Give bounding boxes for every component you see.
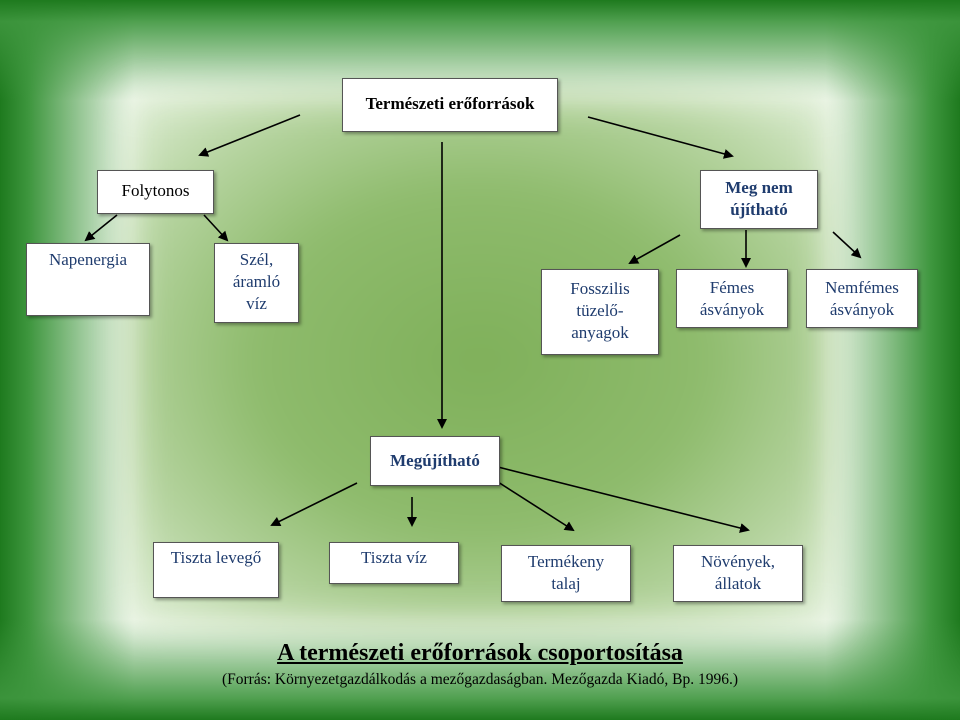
diagram-title: A természeti erőforrások csoportosítása [277, 640, 683, 666]
arrow-renewable-to-plants [497, 466, 750, 533]
box-clean-air: Tiszta levegő [153, 542, 279, 598]
box-natural-resources: Természeti erőforrások [342, 78, 558, 132]
box-fossil-fuels: Fosszilis tüzelő- anyagok [541, 269, 659, 355]
box-metallic-minerals: Fémes ásványok [676, 269, 788, 328]
box-renewable: Megújítható [370, 436, 500, 486]
box-nonmetallic-minerals: Nemfémes ásványok [806, 269, 918, 328]
arrow-continuous-to-wind [203, 214, 229, 242]
box-clean-water: Tiszta víz [329, 542, 459, 584]
arrow-root-to-continuous [198, 114, 301, 157]
arrow-nonrenewable-to-fossil [628, 234, 681, 264]
box-continuous: Folytonos [97, 170, 214, 214]
box-fertile-soil: Termékeny talaj [501, 545, 631, 602]
arrow-renewable-to-soil [497, 481, 575, 532]
box-wind-flowing-water: Szél, áramló víz [214, 243, 299, 323]
box-plants-animals: Növények, állatok [673, 545, 803, 602]
arrow-nonrenewable-to-nonmetallic [832, 231, 862, 259]
box-non-renewable: Meg nem újítható [700, 170, 818, 229]
box-solar-energy: Napenergia [26, 243, 150, 316]
arrow-renewable-to-air [270, 482, 358, 526]
arrow-continuous-to-solar [84, 214, 118, 242]
arrow-root-to-nonrenewable [587, 116, 734, 159]
source-citation: (Forrás: Környezetgazdálkodás a mezőgazd… [221, 671, 739, 688]
